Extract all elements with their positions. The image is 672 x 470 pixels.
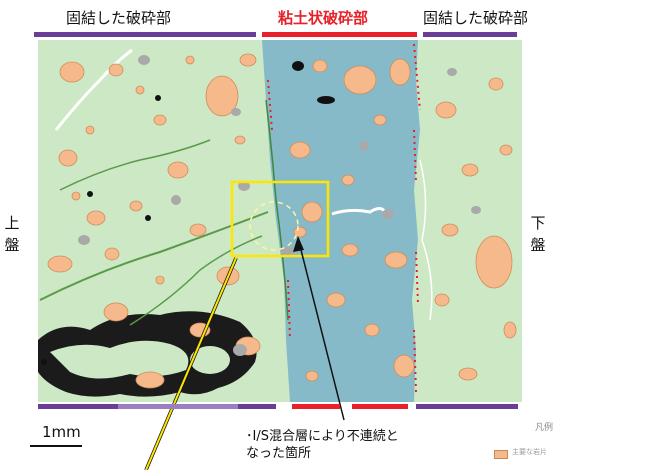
dark-zone-inner-2 <box>190 346 230 374</box>
highlight-circle <box>249 201 299 251</box>
bar-top-clay <box>262 32 417 37</box>
boundary-dotted-4 <box>413 129 417 183</box>
vein-3 <box>129 235 263 326</box>
vein-boundary <box>265 99 289 321</box>
label-hanging-wall: 上 盤 <box>4 212 20 256</box>
footwall-char-1: 下 <box>530 214 546 232</box>
crack-1 <box>54 48 133 131</box>
vein-1 <box>39 211 269 301</box>
fragments-left <box>47 53 261 389</box>
label-consolidated-left: 固結した破砕部 <box>66 9 172 27</box>
legend-label-fragment: 主要な岩片 <box>512 448 547 456</box>
footwall-char-2: 盤 <box>530 236 546 254</box>
highlight-box <box>230 180 330 258</box>
fragments-right <box>434 77 517 381</box>
boundary-dotted-5 <box>415 251 419 305</box>
legend-swatch-fragment <box>494 450 508 459</box>
label-footwall: 下 盤 <box>530 212 546 256</box>
hanging-wall-char-2: 盤 <box>4 236 20 254</box>
hanging-wall-char-1: 上 <box>4 214 20 232</box>
bar-bottom-clay-2 <box>352 404 408 409</box>
boundary-dotted-6 <box>413 329 417 393</box>
vein-2 <box>59 139 211 191</box>
label-clay-zone: 粘土状破砕部 <box>278 9 369 27</box>
leader-line <box>145 257 237 470</box>
dark-zone-inner <box>50 340 189 379</box>
legend-title: 凡例 <box>535 423 554 433</box>
scale-line <box>30 445 82 447</box>
black-fragments <box>41 61 335 365</box>
boundary-dotted-2 <box>287 279 291 341</box>
annotation-line-2: なった箇所 <box>246 446 312 461</box>
label-consolidated-right: 固結した破砕部 <box>423 9 529 27</box>
annotation-arrow-head <box>293 236 304 252</box>
clay-zone <box>262 40 420 402</box>
bar-bottom-consolidated-left-light <box>118 404 238 409</box>
crack-3 <box>419 159 433 321</box>
annotation-line-1: ･I/S混合層により不連続と <box>246 429 399 444</box>
bar-top-consolidated-left <box>34 32 256 37</box>
annotation-text: ･I/S混合層により不連続と なった箇所 <box>246 428 399 462</box>
fragments-clay <box>289 58 415 382</box>
gray-fragments <box>78 55 481 356</box>
boundary-dotted-3 <box>413 43 421 111</box>
bar-bottom-consolidated-right <box>416 404 518 409</box>
boundary-dotted-1 <box>267 79 273 131</box>
bar-top-consolidated-right <box>423 32 517 37</box>
annotation-arrow-line <box>299 245 345 421</box>
scale-label: 1mm <box>42 423 81 441</box>
crack-2 <box>331 207 388 216</box>
bar-bottom-clay-1 <box>292 404 340 409</box>
